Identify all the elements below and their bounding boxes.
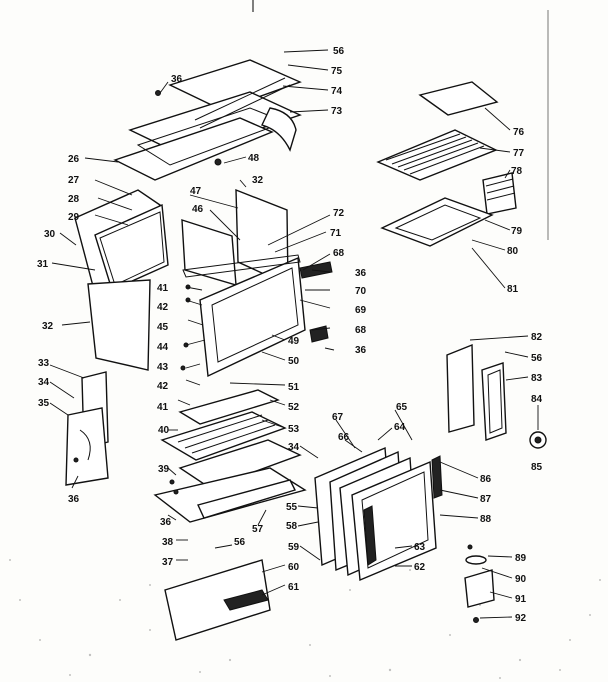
part-label: 31 — [37, 259, 49, 270]
broiler-drawer — [164, 559, 271, 641]
part-label: 49 — [288, 336, 300, 347]
part-label: 40 — [158, 425, 170, 436]
part-label: 36 — [355, 268, 367, 279]
part-label: 68 — [355, 325, 367, 336]
part-label: 84 — [531, 394, 543, 405]
part-label: 89 — [515, 553, 527, 564]
part-label: 60 — [288, 562, 300, 573]
part-label: 63 — [414, 542, 426, 553]
part-label: 69 — [355, 305, 367, 316]
part-label: 37 — [162, 557, 174, 568]
part-label: 41 — [157, 402, 169, 413]
part-label: 42 — [157, 302, 169, 313]
part-label: 58 — [286, 521, 298, 532]
part-label: 74 — [331, 86, 343, 97]
part-label: 35 — [38, 398, 50, 409]
part-label: 79 — [511, 226, 523, 237]
leader-lines — [49, 49, 539, 619]
part-label: 36 — [68, 494, 80, 505]
part-label: 36 — [355, 345, 367, 356]
part-label: 36 — [160, 517, 172, 528]
part-label: 83 — [531, 373, 543, 384]
part-label: 50 — [288, 356, 300, 367]
part-label: 62 — [414, 562, 426, 573]
part-label: 57 — [252, 524, 264, 535]
oven-door-stack — [314, 446, 443, 582]
part-label: 53 — [288, 424, 300, 435]
part-label: 27 — [68, 175, 80, 186]
part-label: 90 — [515, 574, 527, 585]
part-label: 72 — [333, 208, 345, 219]
part-label: 48 — [248, 153, 260, 164]
part-label: 64 — [394, 422, 406, 433]
part-label: 46 — [192, 204, 204, 215]
part-label: 66 — [338, 432, 350, 443]
part-label: 70 — [355, 286, 367, 297]
part-label: 82 — [531, 332, 543, 343]
part-label: 36 — [171, 74, 183, 85]
part-label: 56 — [333, 46, 345, 57]
broiler-section — [153, 389, 307, 523]
part-label: 38 — [162, 537, 174, 548]
top-panel — [113, 59, 302, 181]
part-label: 55 — [286, 502, 298, 513]
side-panels — [74, 188, 289, 371]
part-label: 26 — [68, 154, 80, 165]
door-window-parts — [446, 343, 547, 623]
part-label: 34 — [38, 377, 50, 388]
part-label: 51 — [288, 382, 300, 393]
part-label: 34 — [288, 442, 300, 453]
part-label: 56 — [531, 353, 543, 364]
part-label: 81 — [507, 284, 519, 295]
part-label: 85 — [531, 462, 543, 473]
part-label: 39 — [158, 464, 170, 475]
part-label: 61 — [288, 582, 300, 593]
part-label: 33 — [38, 358, 50, 369]
part-label: 68 — [333, 248, 345, 259]
part-label: 88 — [480, 514, 492, 525]
part-label: 67 — [332, 412, 344, 423]
part-label: 76 — [513, 127, 525, 138]
part-label: 44 — [157, 342, 169, 353]
part-label: 45 — [157, 322, 169, 333]
part-label: 75 — [331, 66, 343, 77]
part-label: 71 — [330, 228, 342, 239]
part-label: 59 — [288, 542, 300, 553]
duct-assembly — [65, 371, 109, 486]
part-label: 30 — [44, 229, 56, 240]
part-label: 43 — [157, 362, 169, 373]
racks — [376, 81, 517, 247]
part-labels: 56 75 74 73 36 76 77 78 79 80 81 26 48 2… — [37, 46, 543, 624]
part-label: 41 — [157, 283, 169, 294]
part-label: 32 — [42, 321, 54, 332]
part-label: 92 — [515, 613, 527, 624]
part-label: 86 — [480, 474, 492, 485]
part-label: 91 — [515, 594, 527, 605]
part-label: 65 — [396, 402, 408, 413]
part-label: 28 — [68, 194, 80, 205]
scan-noise — [9, 559, 601, 679]
part-label: 78 — [511, 166, 523, 177]
part-label: 29 — [68, 212, 80, 223]
part-label: 87 — [480, 494, 492, 505]
part-label: 47 — [190, 186, 202, 197]
part-label: 42 — [157, 381, 169, 392]
part-label: 80 — [507, 246, 519, 257]
part-label: 73 — [331, 106, 343, 117]
part-label: 56 — [234, 537, 246, 548]
part-label: 32 — [252, 175, 264, 186]
part-label: 52 — [288, 402, 300, 413]
part-label: 77 — [513, 148, 525, 159]
